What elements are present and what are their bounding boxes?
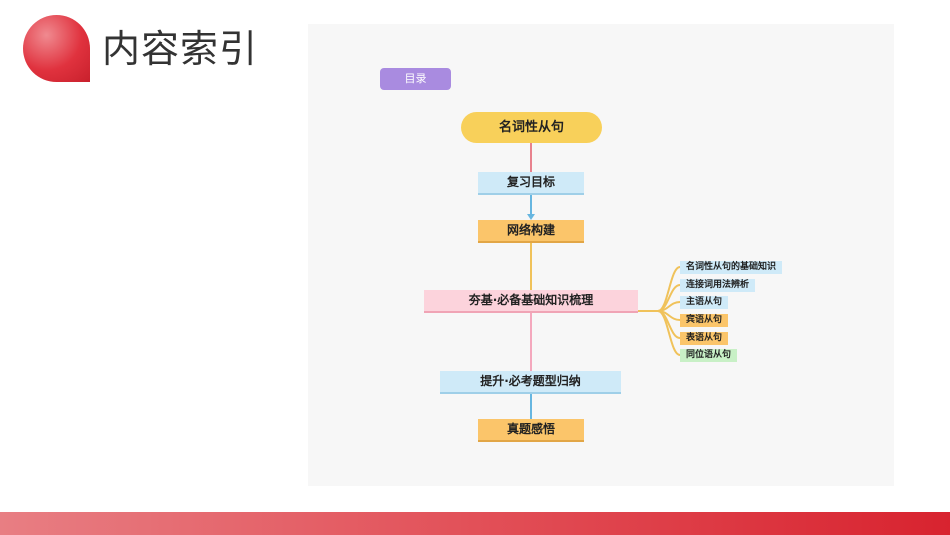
- branch-connectives: 连接词用法辨析: [680, 279, 756, 292]
- directory-tag: 目录: [380, 68, 451, 90]
- root-node: 名词性从句: [461, 112, 602, 143]
- branch-object-clause: 宾语从句: [680, 314, 729, 327]
- branch-basic-knowledge: 名词性从句的基础知识: [680, 261, 783, 274]
- branch-curve-1: [657, 266, 681, 312]
- branch-curve-3: [657, 301, 681, 312]
- branch-curve-6: [657, 310, 681, 356]
- node-exam-insight: 真题感悟: [478, 419, 584, 442]
- branch-appositive-clause: 同位语从句: [680, 349, 738, 362]
- node-network-build: 网络构建: [478, 220, 584, 243]
- diagram-panel: [308, 24, 894, 486]
- branch-subject-clause: 主语从句: [680, 296, 729, 309]
- node-basics-review: 夯基·必备基础知识梳理: [424, 290, 638, 313]
- node-question-types: 提升·必考题型归纳: [440, 371, 621, 394]
- footer-bar: [0, 512, 950, 535]
- page-title: 内容索引: [102, 27, 259, 71]
- title-decoration: [23, 15, 90, 82]
- node-review-goals: 复习目标: [478, 172, 584, 195]
- branch-predicative-clause: 表语从句: [680, 332, 729, 345]
- connector-arrowhead: [527, 214, 535, 220]
